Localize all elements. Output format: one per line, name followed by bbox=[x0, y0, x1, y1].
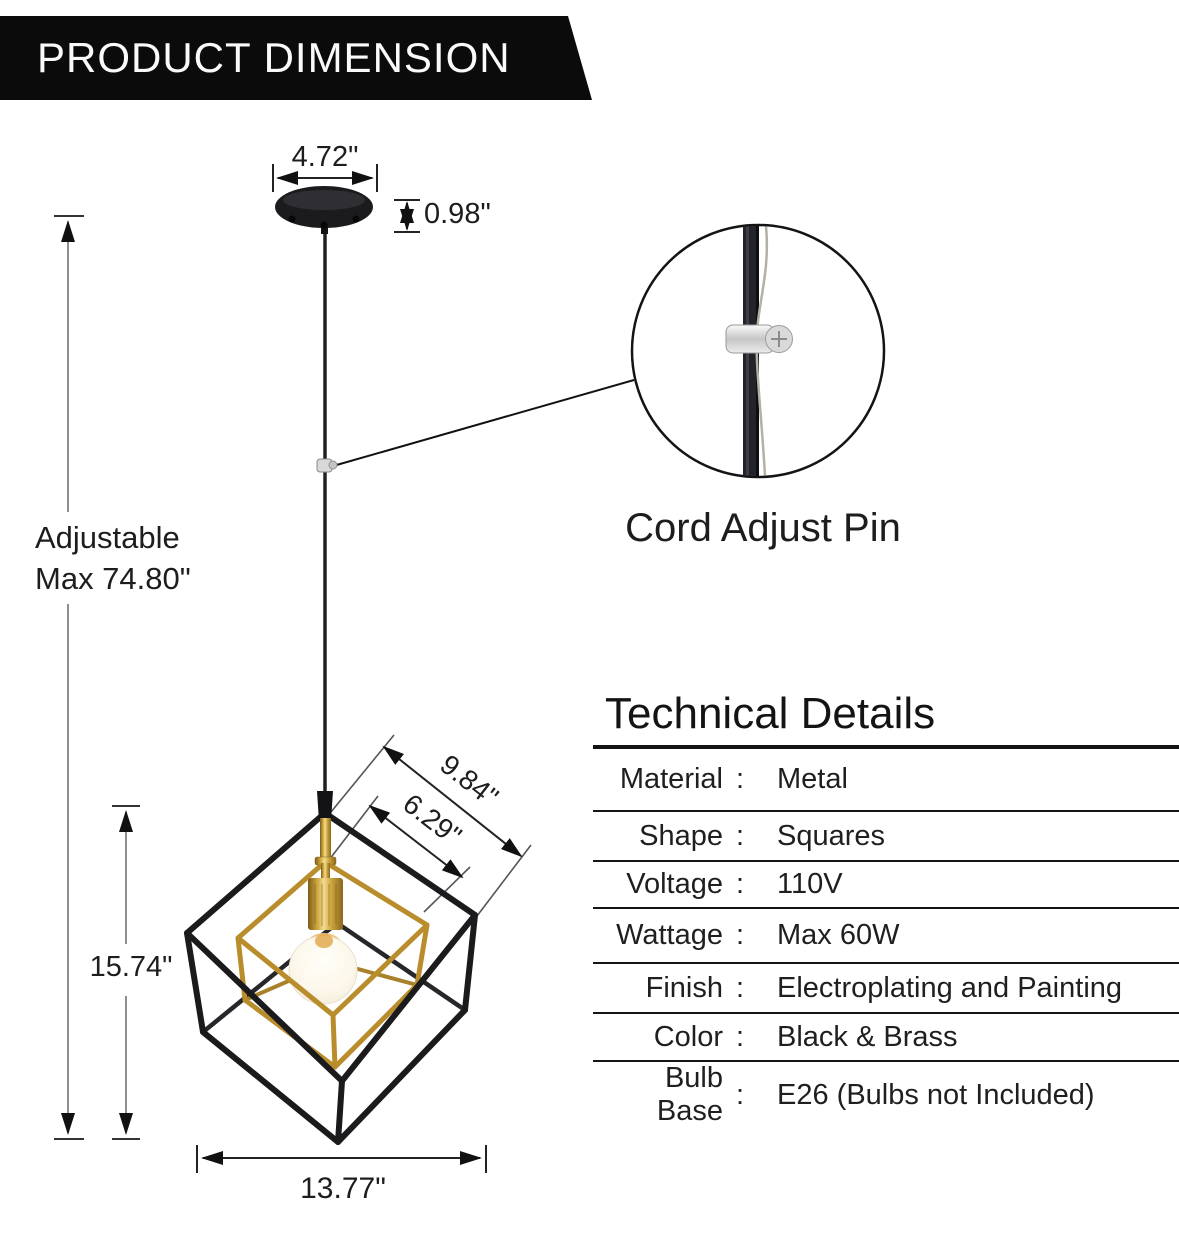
dim-outer-edge-arrow bbox=[330, 734, 532, 917]
spec-label: Wattage bbox=[616, 919, 723, 951]
spec-row-color: Color : Black & Brass bbox=[593, 1014, 1179, 1062]
cord-adjust-pin-label: Cord Adjust Pin bbox=[625, 506, 901, 550]
spec-row-shape: Shape : Squares bbox=[593, 812, 1179, 862]
page-title: PRODUCT DIMENSION bbox=[37, 34, 511, 81]
dim-fixture-width-arrow bbox=[196, 1145, 487, 1173]
spec-value: Max 60W bbox=[777, 919, 900, 951]
spec-label: Bulb Base bbox=[656, 1062, 723, 1127]
cord-pin-detail-circle bbox=[630, 223, 886, 479]
cord-pin-marker bbox=[316, 379, 635, 473]
socket-assembly bbox=[308, 791, 343, 930]
spec-row-voltage: Voltage : 110V bbox=[593, 862, 1179, 909]
dim-adjustable-arrow bbox=[54, 215, 84, 1140]
dim-canopy-height-label: 0.98" bbox=[424, 198, 491, 230]
spec-value: Electroplating and Painting bbox=[777, 971, 1123, 1004]
outer-black-cube bbox=[184, 810, 478, 1145]
dim-adjustable-label: Adjustable Max 74.80" bbox=[35, 517, 191, 599]
spec-row-finish: Finish : Electroplating and Painting bbox=[593, 964, 1179, 1014]
spec-row-bulb-base: Bulb Base : E26 (Bulbs not Included) bbox=[593, 1062, 1179, 1127]
spec-row-wattage: Wattage : Max 60W bbox=[593, 909, 1179, 964]
dim-adjustable-line2: Max 74.80" bbox=[35, 561, 191, 596]
dim-canopy-width-label: 4.72" bbox=[291, 141, 359, 173]
dim-inner-edge-arrow bbox=[328, 795, 471, 913]
light-bulb bbox=[288, 933, 358, 1005]
banner: PRODUCT DIMENSION bbox=[0, 16, 592, 100]
spec-row-material: Material : Metal bbox=[593, 749, 1179, 812]
spec-value: E26 (Bulbs not Included) bbox=[777, 1078, 1095, 1111]
spec-colon: : bbox=[735, 1020, 745, 1053]
spec-colon: : bbox=[735, 919, 745, 951]
dim-canopy-width-arrow bbox=[272, 164, 378, 192]
spec-label: Material bbox=[619, 763, 723, 795]
dim-fixture-width-label: 13.77" bbox=[300, 1172, 386, 1205]
spec-colon: : bbox=[735, 868, 745, 900]
spec-value: 110V bbox=[777, 868, 843, 900]
dim-fixture-height-arrow bbox=[112, 805, 140, 1140]
spec-label: Voltage bbox=[626, 868, 723, 900]
spec-value: Black & Brass bbox=[777, 1020, 958, 1053]
spec-value: Squares bbox=[777, 819, 886, 852]
spec-colon: : bbox=[735, 971, 745, 1004]
spec-colon: : bbox=[735, 763, 745, 795]
spec-label: Color bbox=[653, 1020, 723, 1053]
dim-fixture-height-label: 15.74" bbox=[89, 951, 173, 983]
ceiling-canopy bbox=[275, 186, 373, 234]
spec-label: Shape bbox=[639, 819, 723, 852]
tech-details-table: Material : Metal Shape : Squares Voltage… bbox=[593, 745, 1179, 1127]
inner-brass-cube bbox=[235, 859, 430, 1070]
dim-canopy-height-arrow bbox=[394, 199, 420, 233]
spec-label: Finish bbox=[645, 971, 723, 1004]
dim-adjustable-line1: Adjustable bbox=[35, 520, 180, 555]
tech-details-heading: Technical Details bbox=[605, 689, 936, 738]
spec-colon: : bbox=[735, 819, 745, 852]
spec-value: Metal bbox=[777, 763, 848, 795]
spec-colon: : bbox=[735, 1078, 745, 1111]
